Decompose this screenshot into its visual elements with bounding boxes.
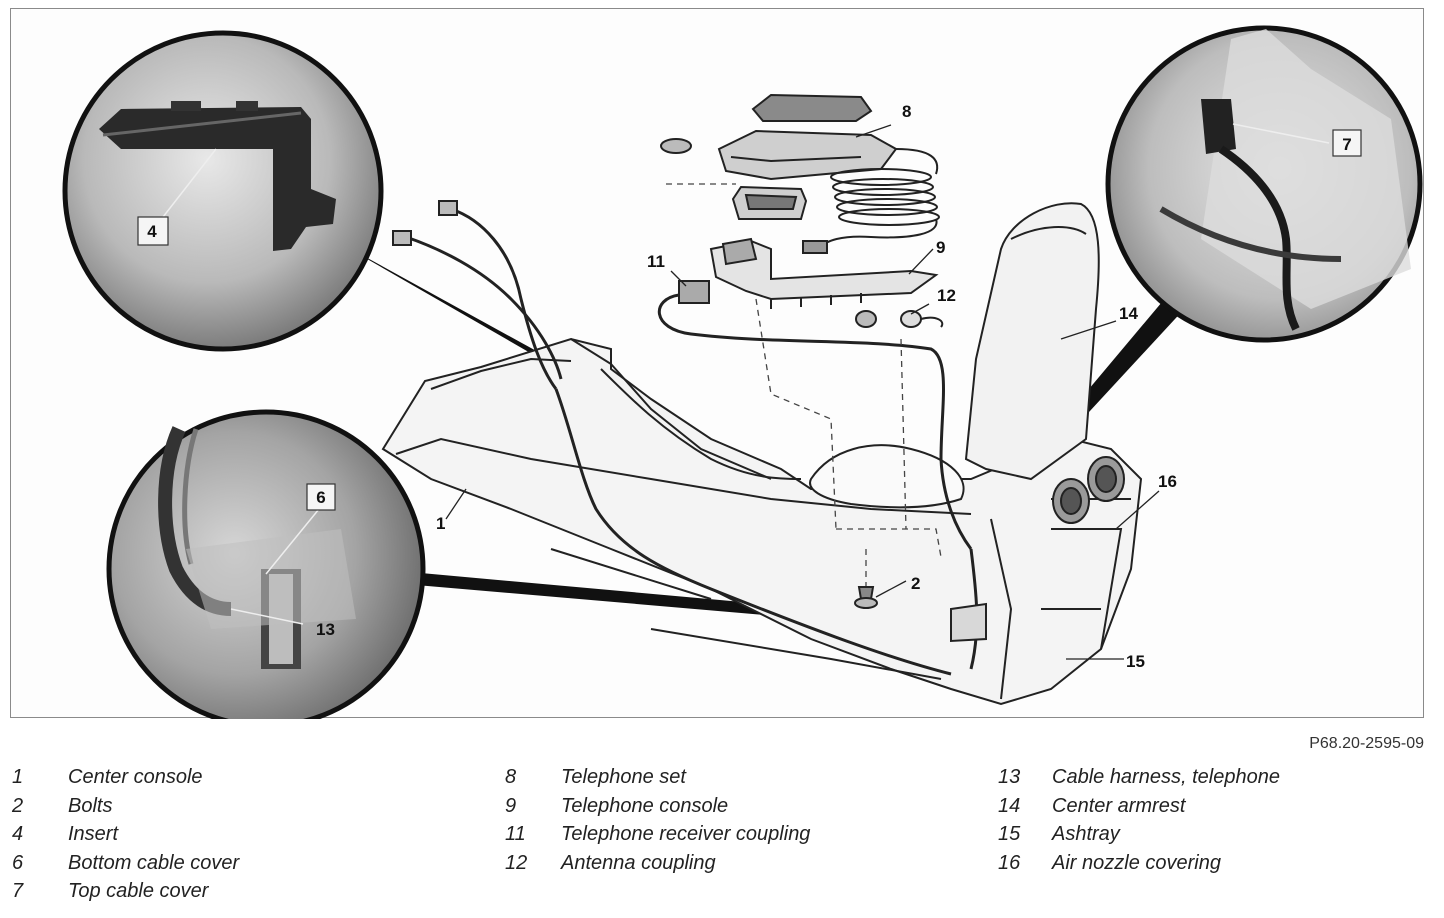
callout-13: 13 <box>316 620 335 639</box>
legend-item: 7 Top cable cover <box>12 877 239 906</box>
legend-column-2: 8 Telephone set 9 Telephone console 11 Tele… <box>505 763 810 877</box>
legend-number: 14 <box>998 794 1021 817</box>
figure-code: P68.20-2595-09 <box>1309 735 1424 752</box>
legend-label: Telephone receiver coupling <box>561 823 811 845</box>
legend-number: 4 <box>12 823 24 845</box>
callout-9: 9 <box>936 238 945 257</box>
legend-column-1: 1 Center console 2 Bolts 4 Insert 6 Bottom c… <box>12 763 239 906</box>
legend-label: Cable harness, telephone <box>1052 766 1280 788</box>
legend-item: 11 Telephone receiver coupling <box>505 820 810 849</box>
legend-column-3: 13 Cable harness, telephone 14 Center armr… <box>998 763 1280 877</box>
legend-item: 12 Antenna coupling <box>505 849 810 878</box>
bolt <box>854 586 878 609</box>
legend-number: 2 <box>12 794 24 817</box>
center-armrest <box>964 202 1100 481</box>
legend-label: Air nozzle covering <box>1052 851 1221 874</box>
legend-item: 4 Insert <box>12 820 239 849</box>
coiled-cable <box>802 148 940 254</box>
air-nozzle-vents <box>1052 456 1125 524</box>
exploded-view-figure: 4 6 7 13 8 9 11 12 14 16 15 2 1 <box>10 8 1424 719</box>
legend-item: 1 Center console <box>12 763 239 792</box>
callout-2: 2 <box>911 574 920 593</box>
legend-item: 16 Air nozzle covering <box>998 849 1280 878</box>
inset-insert <box>62 30 384 352</box>
legend-label: Telephone set <box>561 766 686 788</box>
legend-number: 13 <box>998 766 1021 788</box>
cable-harness <box>392 200 979 676</box>
legend-item: 9 Telephone console <box>505 792 810 821</box>
callout-15: 15 <box>1126 652 1145 671</box>
assembly-lines <box>666 183 942 589</box>
callout-16: 16 <box>1158 472 1177 491</box>
callout-1: 1 <box>436 514 445 533</box>
callout-8: 8 <box>902 102 911 121</box>
legend-item: 15 Ashtray <box>998 820 1280 849</box>
callout-14: 14 <box>1119 304 1138 323</box>
legend-label: Bottom cable cover <box>68 851 240 874</box>
legend-number: 12 <box>505 851 528 874</box>
legend-item: 2 Bolts <box>12 792 239 821</box>
legend-item: 6 Bottom cable cover <box>12 849 239 878</box>
exploded-view-drawing: 4 6 7 13 8 9 11 12 14 16 15 2 1 <box>62 25 1423 719</box>
legend-number: 7 <box>12 880 24 902</box>
legend-label: Insert <box>68 823 119 845</box>
legend-number: 8 <box>505 766 517 788</box>
legend-label: Center armrest <box>1052 794 1186 817</box>
callout-4: 4 <box>147 222 157 241</box>
receiver-coupling <box>658 280 973 550</box>
legend-number: 15 <box>998 823 1021 845</box>
phone-holder <box>731 185 808 220</box>
legend-number: 6 <box>12 851 24 874</box>
callout-6: 6 <box>316 488 325 507</box>
telephone-console <box>709 237 939 309</box>
legend-item: 13 Cable harness, telephone <box>998 763 1280 792</box>
legend-label: Bolts <box>68 794 113 817</box>
legend-label: Top cable cover <box>68 880 209 902</box>
inset-bottom-cable-cover <box>106 409 426 719</box>
legend-item: 14 Center armrest <box>998 792 1280 821</box>
telephone-set <box>660 93 898 181</box>
legend-number: 9 <box>505 794 517 817</box>
legend-label: Antenna coupling <box>561 851 716 874</box>
callout-11: 11 <box>647 252 665 271</box>
antenna-coupling <box>855 310 944 328</box>
legend-number: 1 <box>12 766 24 788</box>
legend-label: Center console <box>68 766 203 788</box>
legend-number: 16 <box>998 851 1021 874</box>
inset-top-cable-cover <box>1105 25 1423 343</box>
callout-7: 7 <box>1342 135 1351 154</box>
callout-leader-lines <box>445 124 1160 660</box>
callout-labels: 4 6 7 13 8 9 11 12 14 16 15 2 1 <box>147 102 1351 671</box>
legend-label: Ashtray <box>1052 823 1120 845</box>
legend-label: Telephone console <box>561 794 729 817</box>
cable-cover-bottom-part <box>950 602 987 643</box>
legend-number: 11 <box>505 823 526 845</box>
callout-12: 12 <box>937 286 956 305</box>
legend-item: 8 Telephone set <box>505 763 810 792</box>
